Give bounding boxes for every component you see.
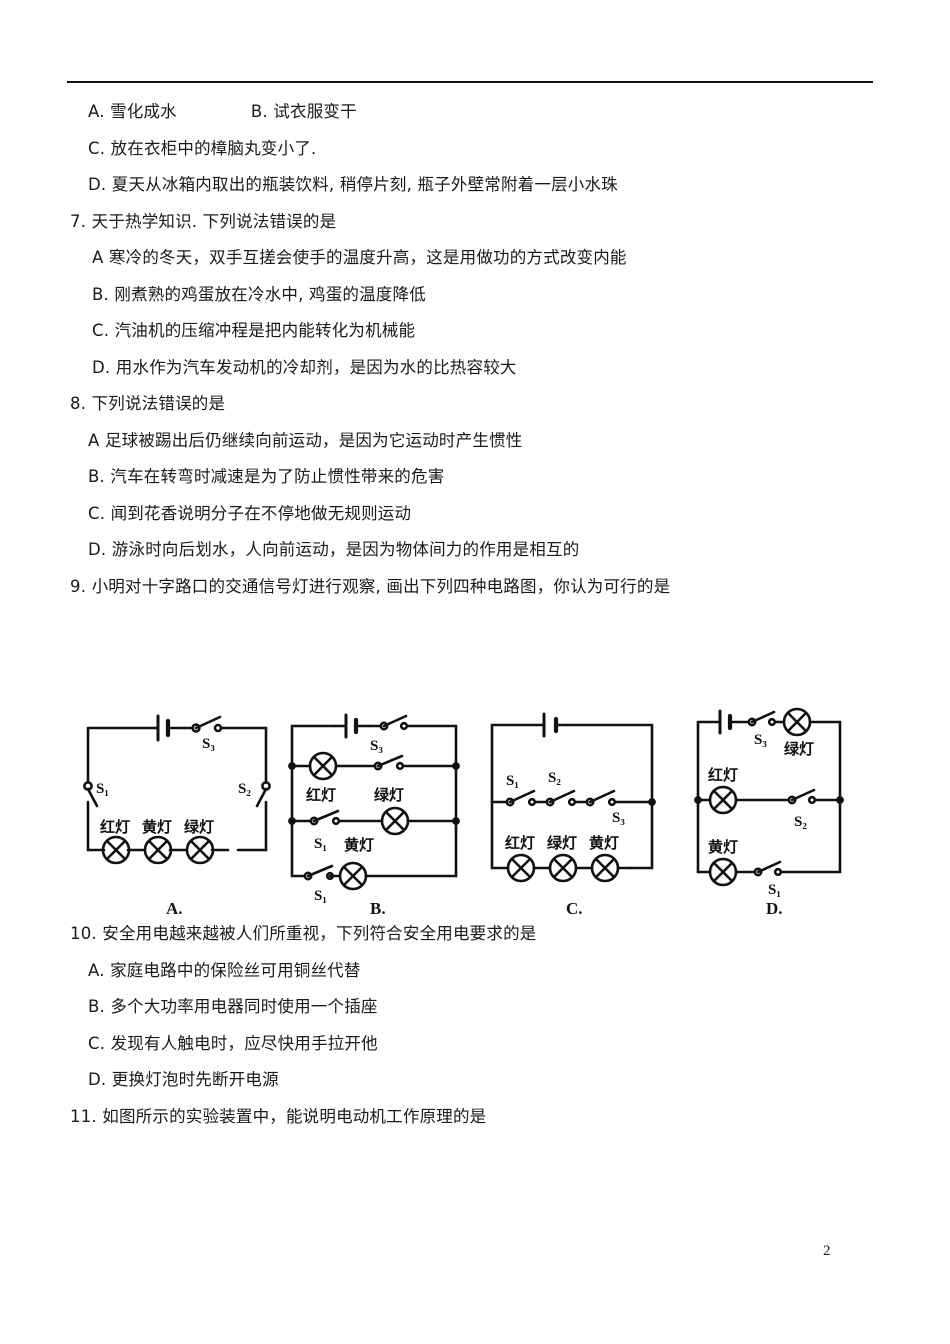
switch-label-s3: S₃	[370, 738, 383, 754]
lamp-label-green: 绿灯	[547, 834, 577, 852]
switch-label-s1-bottom: S₁	[314, 888, 327, 904]
switch-label-s2: S₂	[794, 814, 807, 830]
question-stem-11: 11. 如图所示的实验装置中，能说明电动机工作原理的是	[70, 1106, 487, 1126]
switch-label-s1: S₁	[768, 882, 781, 898]
option-line: B. 汽车在转弯时减速是为了防止惯性带来的危害	[88, 467, 445, 486]
lamp-label-red: 红灯	[505, 834, 535, 852]
lamp-label-yellow: 黄灯	[142, 818, 172, 836]
circuit-diagram-figure: S₃ S₁ S₂ 红灯 黄灯 绿灯 A.	[0, 690, 950, 925]
circuit-option-b: S₃ 红灯 绿灯 S₁ 黄灯 S₁ B.	[278, 690, 473, 925]
lamp-label-green: 绿灯	[784, 740, 814, 758]
option-line: D. 更换灯泡时先断开电源	[88, 1070, 279, 1089]
option-line: B. 多个大功率用电器同时使用一个插座	[88, 997, 378, 1016]
switch-label-s3: S₃	[754, 732, 767, 748]
lamp-label-green: 绿灯	[184, 818, 214, 836]
option-line: D. 夏天从冰箱内取出的瓶装饮料, 稍停片刻, 瓶子外壁常附着一层小水珠	[88, 175, 618, 194]
lamp-label-red: 红灯	[708, 766, 738, 784]
lamp-label-yellow: 黄灯	[344, 836, 374, 854]
document-body-lower: 10. 安全用电越来越被人们所重视，下列符合安全用电要求的是 A. 家庭电路中的…	[0, 924, 950, 1145]
option-line: A 寒冷的冬天，双手互搓会使手的温度升高，这是用做功的方式改变内能	[92, 248, 627, 267]
option-line: D. 游泳时向后划水，人向前运动，是因为物体间力的作用是相互的	[88, 540, 580, 559]
option-line: C. 放在衣柜中的樟脑丸变小了.	[88, 138, 317, 158]
option-b-text: B. 试衣服变干	[250, 102, 357, 121]
lamp-label-red: 红灯	[100, 818, 130, 836]
page-number: 2	[823, 1243, 831, 1259]
switch-label-s2: S₂	[548, 770, 561, 786]
circuit-caption-c: C.	[566, 899, 583, 918]
switch-label-s1: S₁	[96, 781, 109, 797]
circuit-option-d: S₃ 绿灯 红灯 S₂ 黄灯 S₁ D.	[680, 690, 870, 925]
document-body: A. 雪化成水 B. 试衣服变干 C. 放在衣柜中的樟脑丸变小了. D. 夏天从冰…	[0, 102, 950, 615]
circuit-caption-d: D.	[766, 899, 783, 918]
lamp-label-yellow: 黄灯	[589, 834, 619, 852]
question-stem-7: 7. 天于热学知识. 下列说法错误的是	[70, 211, 337, 231]
question-stem-10: 10. 安全用电越来越被人们所重视，下列符合安全用电要求的是	[70, 924, 537, 943]
lamp-label-yellow: 黄灯	[708, 838, 738, 856]
switch-label-s2: S₂	[238, 781, 251, 797]
question-stem-8: 8. 下列说法错误的是	[70, 394, 226, 413]
switch-label-s1: S₁	[506, 773, 519, 789]
option-a-text: A. 雪化成水	[88, 102, 177, 121]
option-line: A. 家庭电路中的保险丝可用铜丝代替	[88, 960, 361, 980]
question-stem-9: 9. 小明对十字路口的交通信号灯进行观察, 画出下列四种电路图，你认为可行的是	[70, 576, 671, 596]
switch-label-s1-mid: S₁	[314, 836, 327, 852]
option-line: D. 用水作为汽车发动机的冷却剂，是因为水的比热容较大	[92, 357, 517, 377]
circuit-option-c: S₁ S₂ S₃ 红灯 绿灯 黄灯 C.	[470, 690, 675, 925]
option-line: C. 闻到花香说明分子在不停地做无规则运动	[88, 503, 412, 523]
circuit-caption-b: B.	[370, 899, 386, 918]
option-line: C. 发现有人触电时，应尽快用手拉开他	[88, 1033, 378, 1053]
option-line: A 足球被踢出后仍继续向前运动，是因为它运动时产生惯性	[88, 430, 523, 450]
option-line: C. 汽油机的压缩冲程是把内能转化为机械能	[92, 321, 416, 340]
switch-label-s3: S₃	[202, 736, 215, 752]
option-line: A. 雪化成水 B. 试衣服变干	[0, 102, 950, 121]
option-line: B. 刚煮熟的鸡蛋放在冷水中, 鸡蛋的温度降低	[92, 284, 426, 304]
lamp-label-green: 绿灯	[374, 786, 404, 804]
circuit-caption-a: A.	[166, 899, 183, 918]
lamp-label-red: 红灯	[306, 786, 336, 804]
header-rule	[67, 81, 873, 83]
switch-label-s3: S₃	[612, 810, 625, 826]
circuit-option-a: S₃ S₁ S₂ 红灯 黄灯 绿灯 A.	[66, 690, 281, 925]
